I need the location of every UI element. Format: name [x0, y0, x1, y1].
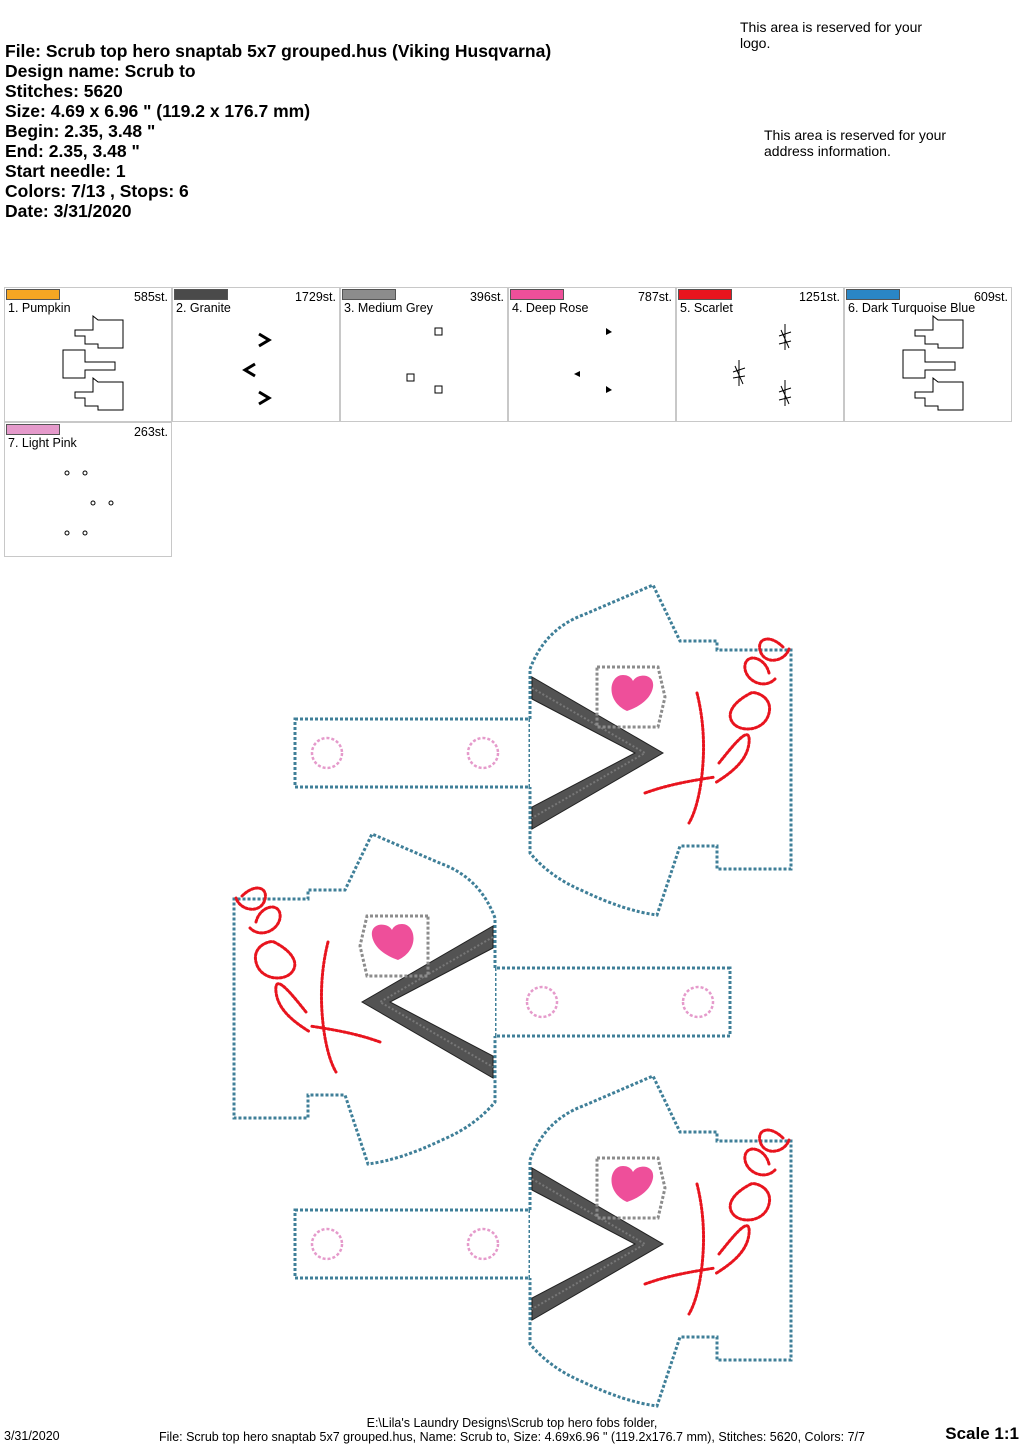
color-cell-7: 263st. 7. Light Pink	[4, 422, 172, 557]
logo-placeholder: This area is reserved for your logo.	[740, 19, 923, 51]
address-placeholder: This area is reserved for your address i…	[764, 127, 947, 159]
lettering-thumbnail	[732, 324, 792, 406]
color-stitch-count: 787st.	[637, 290, 672, 304]
color-cell-2: 1729st. 2. Granite	[172, 287, 340, 422]
color-swatch	[342, 289, 396, 300]
file-line: File: Scrub top hero snaptab 5x7 grouped…	[5, 41, 552, 61]
date-line: Date: 3/31/2020	[5, 201, 132, 221]
stitches-line: Stitches: 5620	[5, 81, 123, 101]
color-swatch	[846, 289, 900, 300]
color-cell-1: 585st. 1. Pumpkin	[4, 287, 172, 422]
color-swatch	[6, 424, 60, 435]
color-stitch-count: 585st.	[133, 290, 168, 304]
color-swatch	[510, 289, 564, 300]
color-name: 4. Deep Rose	[512, 301, 589, 315]
start-needle-line: Start needle: 1	[5, 161, 126, 181]
color-name: 3. Medium Grey	[344, 301, 433, 315]
color-cell-4: 787st. 4. Deep Rose	[508, 287, 676, 422]
color-name: 7. Light Pink	[8, 436, 77, 450]
end-line: End: 2.35, 3.48 "	[5, 141, 140, 161]
vneck-thumbnail	[242, 332, 272, 406]
color-name: 6. Dark Turquoise Blue	[848, 301, 976, 315]
embroidery-design-preview	[232, 583, 793, 1408]
color-cell-3: 396st. 3. Medium Grey	[340, 287, 508, 422]
color-stitch-count: 263st.	[133, 425, 168, 439]
begin-line: Begin: 2.35, 3.48 "	[5, 121, 156, 141]
color-name: 5. Scarlet	[680, 301, 733, 315]
heart-thumbnail	[574, 328, 612, 393]
footer-path: E:\Lila's Laundry Designs\Scrub top hero…	[366, 1416, 658, 1430]
colors-line: Colors: 7/13 , Stops: 6	[5, 181, 189, 201]
outline-thumbnail	[902, 314, 964, 411]
snap-thumbnail	[64, 470, 114, 536]
color-stitch-count: 609st.	[973, 290, 1008, 304]
color-swatch	[6, 289, 60, 300]
color-cell-5: 1251st. 5. Scarlet	[676, 287, 844, 422]
color-cell-6: 609st. 6. Dark Turquoise Blue	[844, 287, 1012, 422]
color-stitch-count: 1251st.	[798, 290, 840, 304]
scale-label: Scale 1:1	[945, 1424, 1019, 1443]
footer-date: 3/31/2020	[4, 1429, 60, 1443]
design-info: File: Scrub top hero snaptab 5x7 grouped…	[5, 41, 551, 221]
color-swatch	[678, 289, 732, 300]
color-name: 2. Granite	[176, 301, 231, 315]
pocket-thumbnail	[406, 327, 443, 394]
design-name-line: Design name: Scrub to	[5, 61, 196, 81]
size-line: Size: 4.69 x 6.96 " (119.2 x 176.7 mm)	[5, 101, 311, 121]
color-name: 1. Pumpkin	[8, 301, 71, 315]
color-swatch	[174, 289, 228, 300]
footer-summary: File: Scrub top hero snaptab 5x7 grouped…	[159, 1430, 865, 1444]
outline-thumbnail	[62, 314, 124, 411]
color-stitch-count: 1729st.	[294, 290, 336, 304]
color-stitch-count: 396st.	[469, 290, 504, 304]
